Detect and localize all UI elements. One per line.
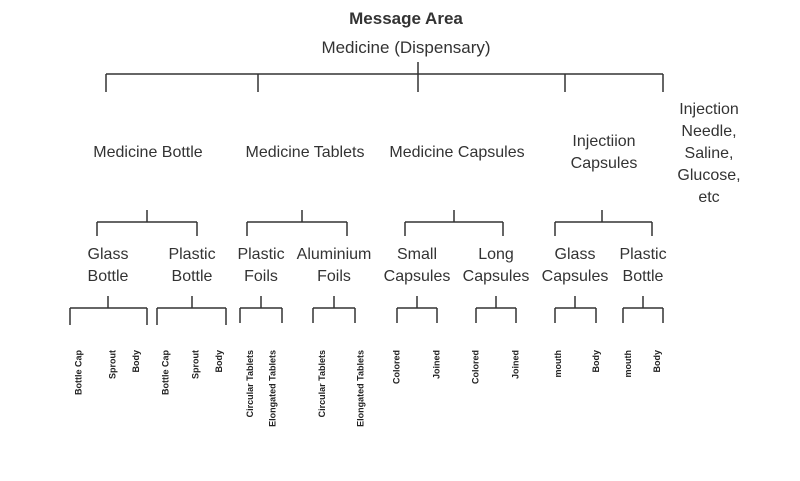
leaf-node: Body (590, 350, 601, 373)
leaf-node: Joined (431, 350, 442, 380)
leaf-node: Circular Tablets (316, 350, 327, 418)
root-node: Medicine (Dispensary) (321, 38, 491, 57)
leaf-node: mouth (552, 350, 563, 378)
leaf-node: Bottle Cap (73, 350, 84, 395)
subcategory-node: Long Capsules (462, 246, 530, 285)
subcategory-node: Glass Capsules (541, 246, 609, 285)
leaf-node: Elongated Tablets (267, 350, 278, 427)
leaf-node: Colored (391, 350, 402, 385)
category-node: Medicine Capsules (389, 144, 525, 161)
category-node: Injection Needle, Saline, Glucose, etc (677, 101, 741, 206)
subcategory-node: Plastic Bottle (168, 246, 216, 285)
subcategory-node: Plastic Bottle (619, 246, 667, 285)
leaf-node: Sprout (107, 350, 118, 379)
leaf-node: mouth (622, 350, 633, 378)
leaf-node: Bottle Cap (160, 350, 171, 395)
leaf-node: Body (130, 350, 141, 373)
category-node: Medicine Bottle (93, 144, 203, 161)
category-node: Injectiion Capsules (570, 133, 638, 172)
leaf-node: Body (651, 350, 662, 373)
leaf-node: Circular Tablets (244, 350, 255, 418)
subcategory-node: Small Capsules (383, 246, 451, 285)
leaf-node: Joined (510, 350, 521, 380)
subcategory-node: Aluminium Foils (296, 246, 372, 285)
diagram-title: Message Area (349, 9, 463, 28)
leaf-node: Elongated Tablets (355, 350, 366, 427)
subcategory-node: Glass Bottle (87, 246, 129, 285)
leaf-node: Colored (470, 350, 481, 385)
leaf-node: Body (213, 350, 224, 373)
subcategory-node: Plastic Foils (237, 246, 285, 285)
leaf-node: Sprout (190, 350, 201, 379)
category-node: Medicine Tablets (245, 144, 365, 161)
